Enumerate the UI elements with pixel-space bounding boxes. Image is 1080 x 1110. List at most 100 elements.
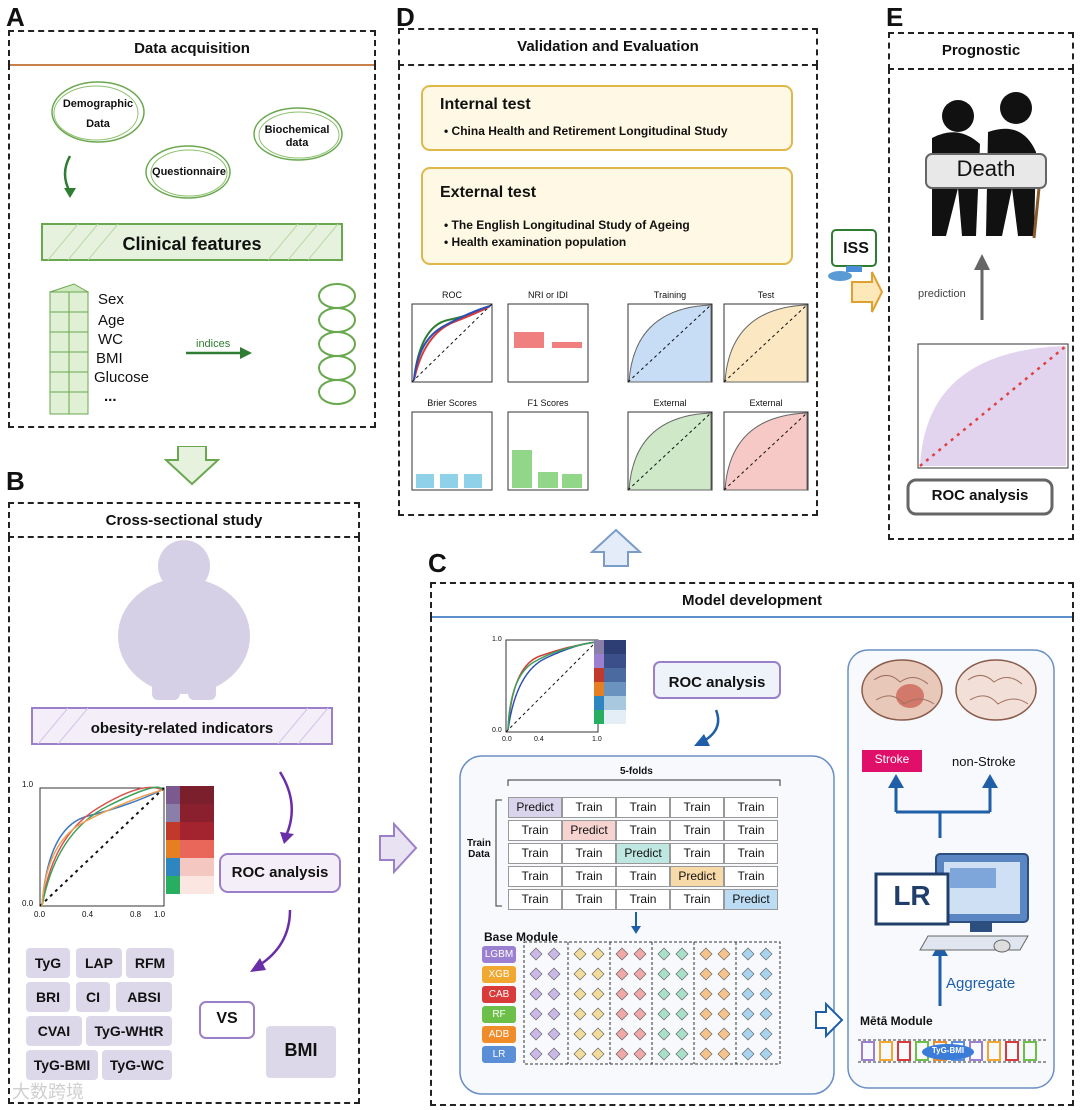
meta-tag-label: TyG-BMI (931, 1046, 965, 1055)
panel-e-graphics (906, 92, 1069, 516)
cv-cell-train: Train (670, 889, 724, 910)
iss-computer-icon (828, 229, 884, 313)
diamond-mark (547, 947, 561, 961)
feature-column-icon (48, 283, 90, 415)
external-item-1-text: Health examination population (451, 235, 627, 249)
diamond-mark (547, 987, 561, 1001)
e-roc-analysis-box (906, 478, 1054, 516)
panel-d-graphics (411, 85, 809, 491)
prediction-label: prediction (918, 288, 966, 300)
diamond-mark (633, 1007, 647, 1021)
mini-brier-label: Brier Scores (427, 398, 477, 408)
clinical-features-bar (41, 223, 343, 261)
meta-tag-pill (922, 1044, 974, 1060)
base-module-diamonds (529, 947, 773, 1061)
b-roc-analysis-label: ROC analysis (231, 864, 329, 881)
chip-rfm: RFM (126, 948, 174, 978)
b-ytick-1: 1.0 (22, 780, 34, 789)
biochemical-bubble (253, 107, 343, 161)
diamond-mark (717, 967, 731, 981)
mini-f1-label: F1 Scores (527, 398, 569, 408)
diamond-mark (615, 1007, 629, 1021)
cv-cell-train: Train (562, 797, 616, 818)
diamond-mark (759, 1027, 773, 1041)
meta-bar-mark (987, 1041, 1001, 1061)
bubble-demographic-label: Demographic (62, 98, 134, 110)
diamond-mark (573, 1027, 587, 1041)
meta-bar-mark (861, 1041, 875, 1061)
cv-cell-predict: Predict (724, 889, 778, 910)
diamond-mark (547, 1027, 561, 1041)
panel-b-graphics (31, 540, 341, 1078)
down-arrow-icon (164, 446, 220, 486)
model-tag-cab: CAB (482, 986, 516, 1003)
diamond-mark (717, 987, 731, 1001)
diamond-mark (615, 947, 629, 961)
diamond-mark (615, 987, 629, 1001)
c-xtick-0: 0.0 (502, 736, 512, 743)
external-test-box (421, 167, 793, 265)
diamond-mark (699, 967, 713, 981)
chip-bri: BRI (26, 982, 70, 1012)
diamond-mark (591, 987, 605, 1001)
cv-cell-train: Train (670, 843, 724, 864)
mini-training-label: Training (653, 290, 687, 300)
diamond-mark (591, 1027, 605, 1041)
cv-cell-train: Train (562, 889, 616, 910)
diamond-mark (717, 1007, 731, 1021)
chip-absi: ABSI (116, 982, 172, 1012)
diamond-mark (699, 1047, 713, 1061)
feature-bmi: BMI (96, 350, 123, 367)
obesity-indicators-bar (31, 707, 333, 745)
cv-cell-train: Train (616, 889, 670, 910)
panel-d-title: Validation and Evaluation (398, 28, 818, 66)
diamond-mark (573, 967, 587, 981)
model-tag-xgb: XGB (482, 966, 516, 983)
bubble-questionnaire-label: Questionnaire (152, 166, 226, 178)
questionnaire-bubble (145, 145, 231, 199)
panel-a-graphics (41, 81, 356, 415)
diamond-mark (675, 1027, 689, 1041)
internal-item-0-text: China Health and Retirement Longitudinal… (451, 124, 728, 138)
diamond-mark (759, 1047, 773, 1061)
panel-e-box (888, 68, 1074, 540)
diamond-mark (547, 1007, 561, 1021)
train-data-line-1: Data (468, 849, 490, 860)
indices-label: indices (196, 338, 231, 350)
b-ytick-0: 0.0 (22, 899, 34, 908)
lr-box (874, 872, 950, 926)
feature-glucose: Glucose (94, 369, 150, 386)
internal-test-box (421, 85, 793, 151)
diamond-mark (699, 987, 713, 1001)
diamond-mark (717, 1047, 731, 1061)
model-tag-lgbm: LGBM (482, 946, 516, 963)
cv-cell-train: Train (670, 820, 724, 841)
model-tag-adb: ADB (482, 1026, 516, 1043)
chip-lap: LAP (76, 948, 122, 978)
diamond-mark (699, 1007, 713, 1021)
diamond-mark (675, 987, 689, 1001)
diamond-mark (759, 987, 773, 1001)
diamond-mark (759, 947, 773, 961)
cv-cell-predict: Predict (670, 866, 724, 887)
folds-label: 5-folds (620, 766, 653, 777)
stroke-label-box (862, 750, 922, 772)
obese-person-icon (118, 540, 250, 700)
panel-letter-c: C (428, 548, 447, 578)
external-item-1: • Health examination population (444, 235, 627, 249)
clinical-features-label: Clinical features (122, 234, 262, 254)
chip-cvai: CVAI (26, 1016, 82, 1046)
cv-cell-predict: Predict (508, 797, 562, 818)
diamond-mark (699, 1027, 713, 1041)
model-tag-lr: LR (482, 1046, 516, 1063)
obesity-indicators-label: obesity-related indicators (90, 720, 274, 737)
train-data-line-0: Train (467, 838, 491, 849)
diamond-mark (633, 967, 647, 981)
diamond-mark (633, 1027, 647, 1041)
external-item-0-text: The English Longitudinal Study of Ageing (451, 218, 690, 232)
diamond-mark (529, 1007, 543, 1021)
cv-cell-train: Train (562, 866, 616, 887)
iss-label: ISS (843, 240, 869, 257)
mini-roc-label: ROC (442, 290, 462, 300)
